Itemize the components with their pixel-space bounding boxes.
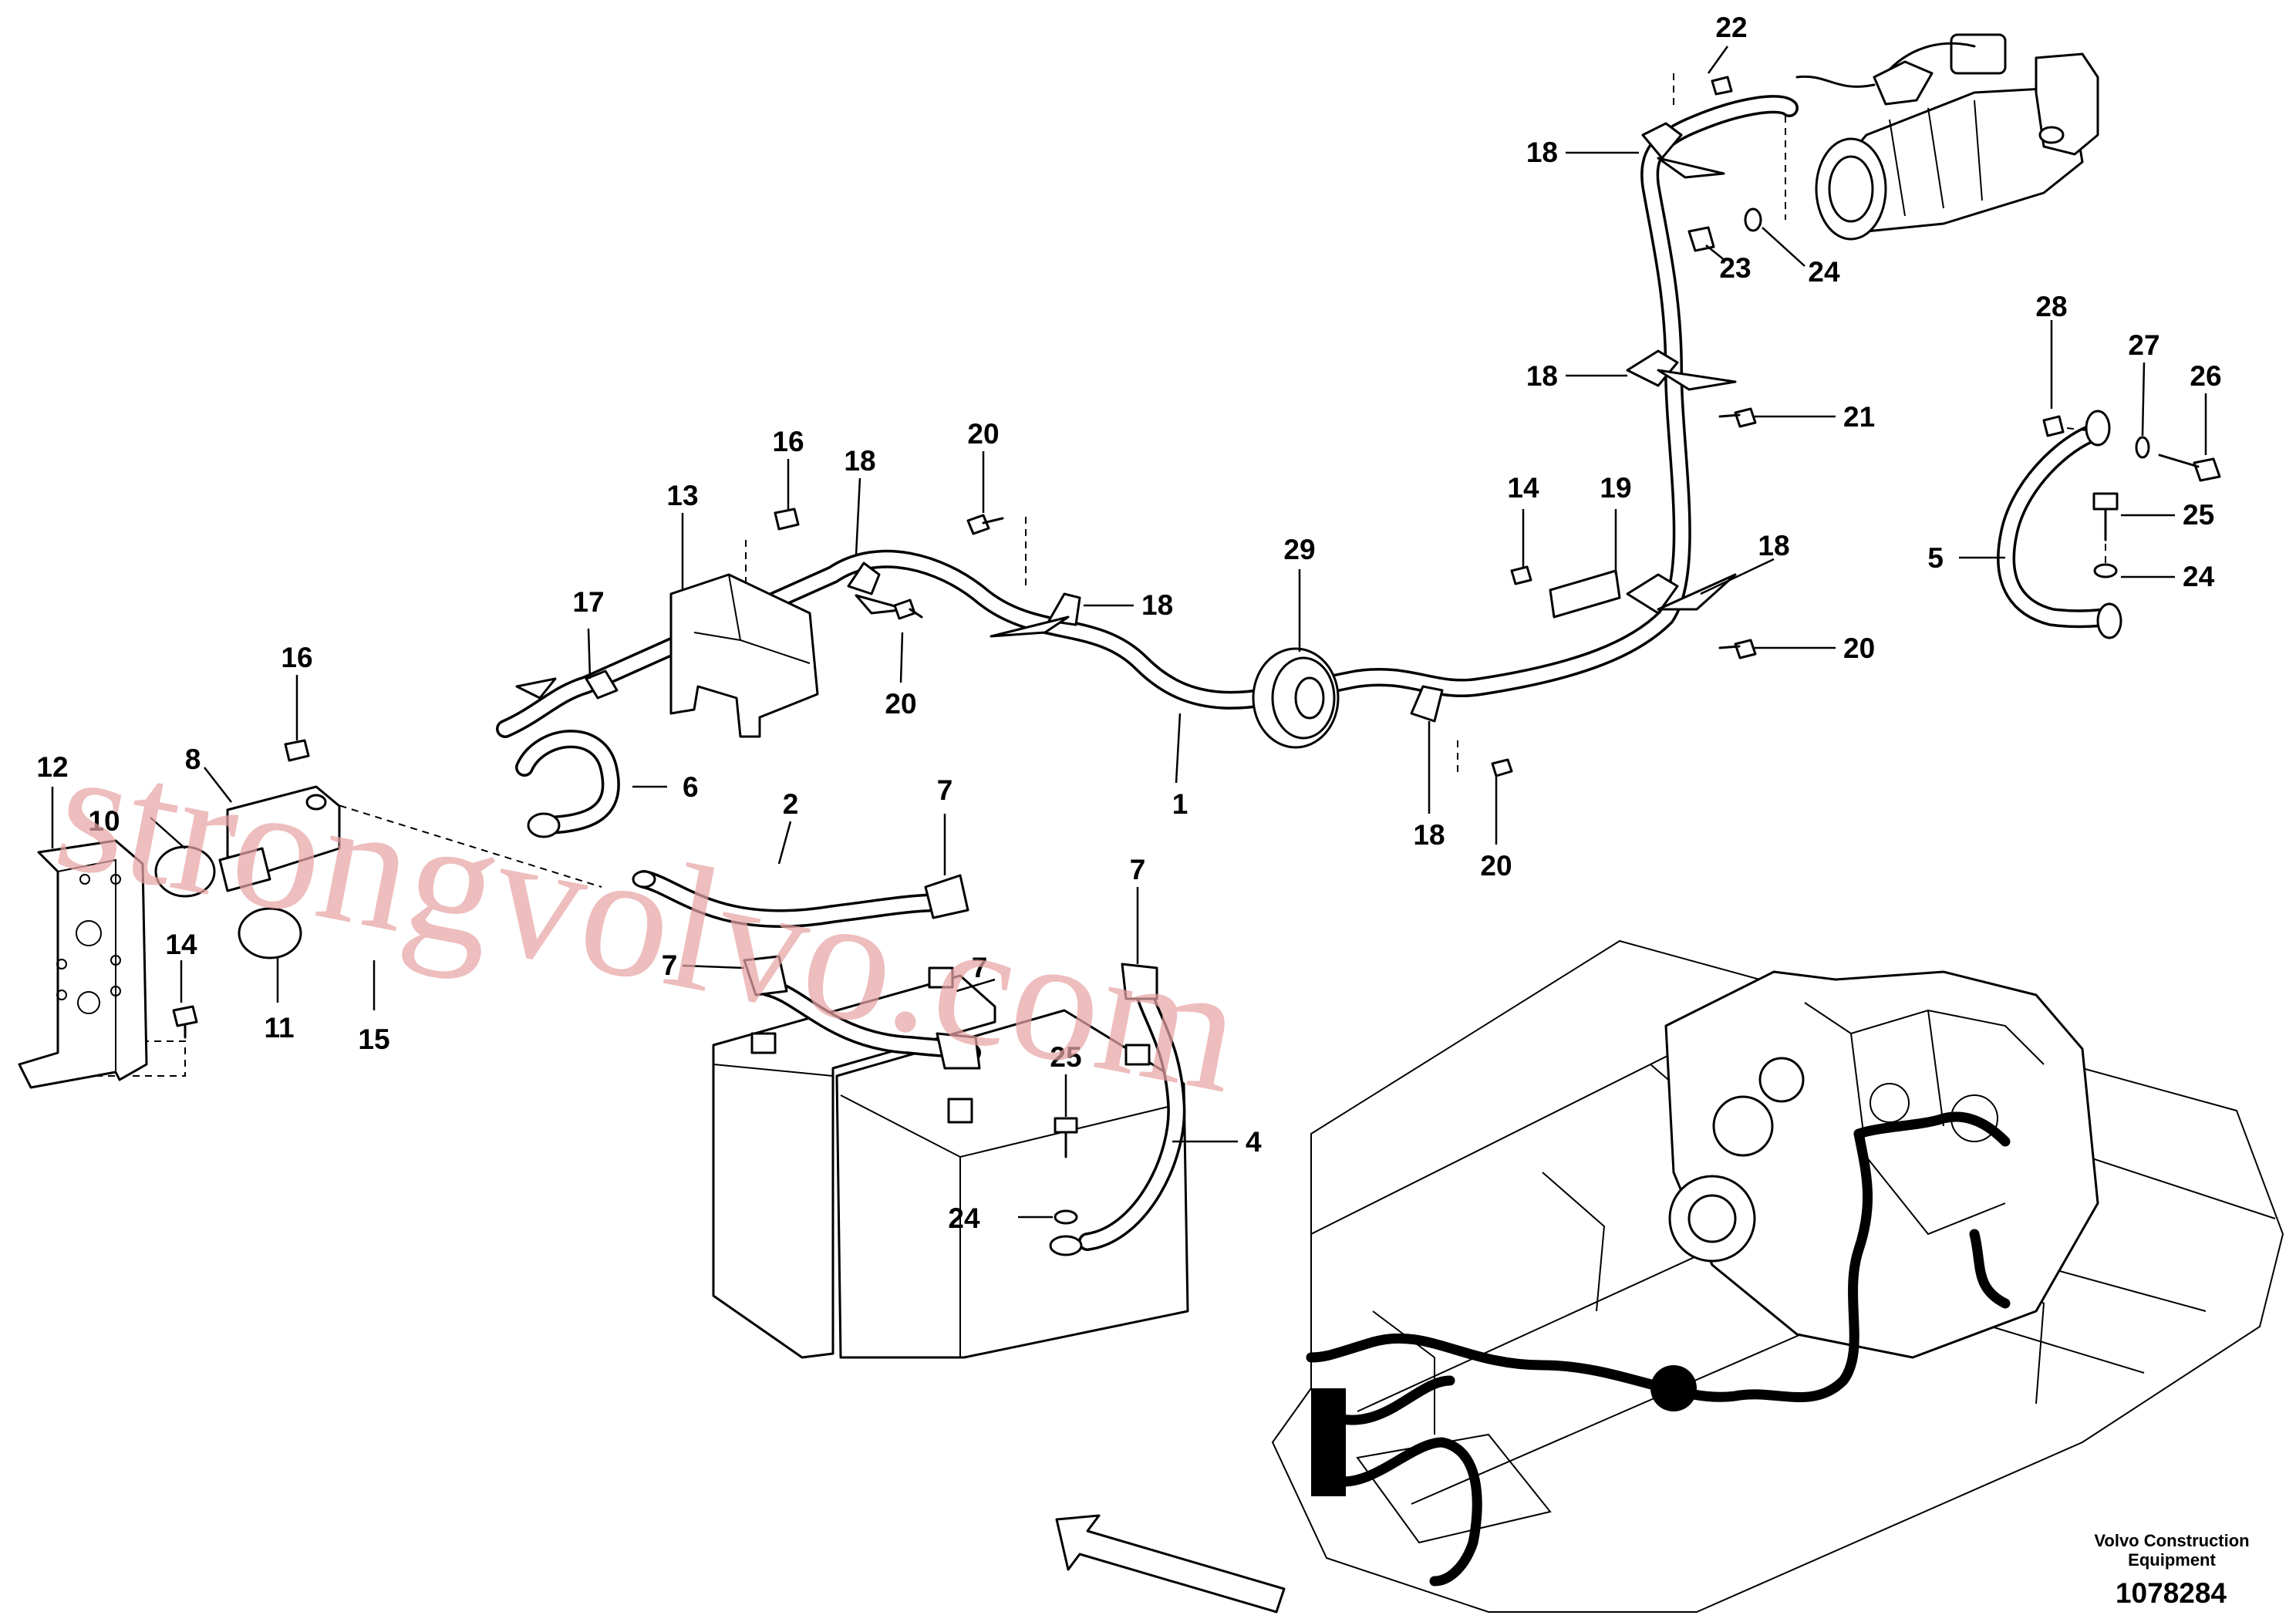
bolt[interactable] — [1718, 407, 1757, 428]
cable-clamp[interactable] — [585, 669, 619, 700]
grommet[interactable] — [1252, 647, 1340, 749]
washer[interactable] — [2093, 563, 2118, 578]
starter-motor[interactable] — [1795, 33, 2099, 241]
bolt[interactable] — [2092, 492, 2119, 541]
bolt[interactable] — [1718, 639, 1757, 659]
callout-20[interactable]: 20 — [967, 418, 999, 450]
mounting-bracket[interactable] — [18, 839, 148, 1089]
callout-20[interactable]: 20 — [1480, 850, 1512, 882]
nut[interactable] — [2042, 415, 2065, 437]
battery-cable-ground[interactable] — [1049, 963, 1186, 1256]
bolt[interactable] — [1054, 1117, 1078, 1158]
arrow-icon — [1055, 1514, 1286, 1614]
bolt[interactable] — [966, 514, 1004, 535]
callout-20[interactable]: 20 — [1843, 632, 1875, 664]
bolt[interactable] — [284, 739, 310, 762]
callout-29[interactable]: 29 — [1283, 534, 1315, 565]
callout-1[interactable]: 1 — [1172, 788, 1188, 820]
cable-bracket[interactable] — [669, 573, 819, 738]
battery-link-cable[interactable] — [743, 955, 981, 1070]
battery-cable-positive[interactable] — [632, 870, 969, 929]
cover-plate[interactable] — [1549, 569, 1621, 619]
callout-14[interactable]: 14 — [1507, 472, 1539, 504]
bolt[interactable] — [1510, 565, 1532, 585]
callout-22[interactable]: 22 — [1715, 12, 1747, 43]
cable-clamp[interactable] — [847, 561, 908, 615]
callout-4[interactable]: 4 — [1246, 1126, 1262, 1158]
battery[interactable] — [835, 966, 1189, 1359]
callout-20[interactable]: 20 — [885, 688, 916, 720]
callout-2[interactable]: 2 — [783, 788, 799, 820]
callout-21[interactable]: 21 — [1843, 401, 1875, 433]
callout-25[interactable]: 25 — [1050, 1041, 1081, 1073]
callout-5[interactable]: 5 — [1927, 542, 1944, 574]
bolt[interactable] — [2158, 454, 2221, 482]
callout-17[interactable]: 17 — [572, 586, 604, 618]
callout-13[interactable]: 13 — [666, 480, 698, 511]
switch-cable[interactable] — [515, 730, 620, 838]
brand-line-2: Equipment — [2128, 1550, 2216, 1570]
bolt[interactable] — [172, 1005, 198, 1039]
brand-line-1: Volvo Construction — [2094, 1531, 2249, 1550]
callout-10[interactable]: 10 — [88, 805, 120, 837]
callout-24[interactable]: 24 — [2183, 561, 2215, 592]
battery-switch[interactable] — [154, 785, 341, 959]
callout-19[interactable]: 19 — [1600, 472, 1631, 504]
callout-25[interactable]: 25 — [2183, 499, 2214, 531]
bolt[interactable] — [774, 508, 800, 531]
cable-clamp[interactable] — [990, 592, 1081, 638]
bolt[interactable] — [1491, 758, 1513, 777]
nut[interactable] — [1687, 226, 1715, 252]
bolt[interactable] — [893, 599, 923, 620]
main-battery-cable[interactable] — [496, 95, 1799, 738]
callout-24[interactable]: 24 — [1808, 256, 1840, 288]
callout-8[interactable]: 8 — [185, 744, 201, 775]
cable-clamp[interactable] — [1626, 349, 1737, 391]
cable-clamp[interactable] — [515, 677, 557, 700]
callout-7[interactable]: 7 — [1130, 854, 1146, 885]
callout-7[interactable]: 7 — [662, 949, 678, 981]
washer[interactable] — [1744, 207, 1762, 232]
callout-14[interactable]: 14 — [165, 929, 197, 960]
callout-15[interactable]: 15 — [358, 1023, 389, 1055]
bolt[interactable] — [1711, 76, 1733, 96]
callout-18[interactable]: 18 — [1526, 137, 1558, 168]
cable-clamp[interactable] — [1626, 573, 1737, 615]
callout-11[interactable]: 11 — [264, 1012, 294, 1044]
callouts: 22 18 23 24 18 21 14 19 18 20 29 18 20 1… — [36, 12, 2221, 1234]
callout-24[interactable]: 24 — [948, 1202, 980, 1234]
washer[interactable] — [1054, 1209, 1078, 1225]
callout-18[interactable]: 18 — [1526, 360, 1558, 392]
cable-clamp[interactable] — [1641, 122, 1725, 179]
watermark: strongvolvo.com — [42, 709, 1256, 1131]
callout-12[interactable]: 12 — [36, 751, 68, 783]
callout-23[interactable]: 23 — [1719, 252, 1751, 284]
callout-6[interactable]: 6 — [683, 771, 699, 803]
callout-18[interactable]: 18 — [844, 445, 875, 477]
figure-number: 1078284 — [2116, 1577, 2227, 1609]
callout-16[interactable]: 16 — [281, 642, 312, 673]
cable-clamp[interactable] — [1410, 685, 1444, 723]
callout-18[interactable]: 18 — [1141, 589, 1173, 621]
callout-18[interactable]: 18 — [1758, 530, 1789, 561]
machine-location-view — [1271, 939, 2284, 1613]
callout-16[interactable]: 16 — [772, 426, 804, 457]
ground-cable[interactable] — [1997, 410, 2122, 639]
washer[interactable] — [2135, 436, 2150, 459]
callout-7[interactable]: 7 — [972, 952, 988, 983]
callout-7[interactable]: 7 — [937, 774, 953, 806]
callout-28[interactable]: 28 — [2035, 291, 2067, 322]
callout-26[interactable]: 26 — [2190, 360, 2221, 392]
callout-18[interactable]: 18 — [1413, 819, 1445, 851]
callout-27[interactable]: 27 — [2128, 329, 2159, 361]
